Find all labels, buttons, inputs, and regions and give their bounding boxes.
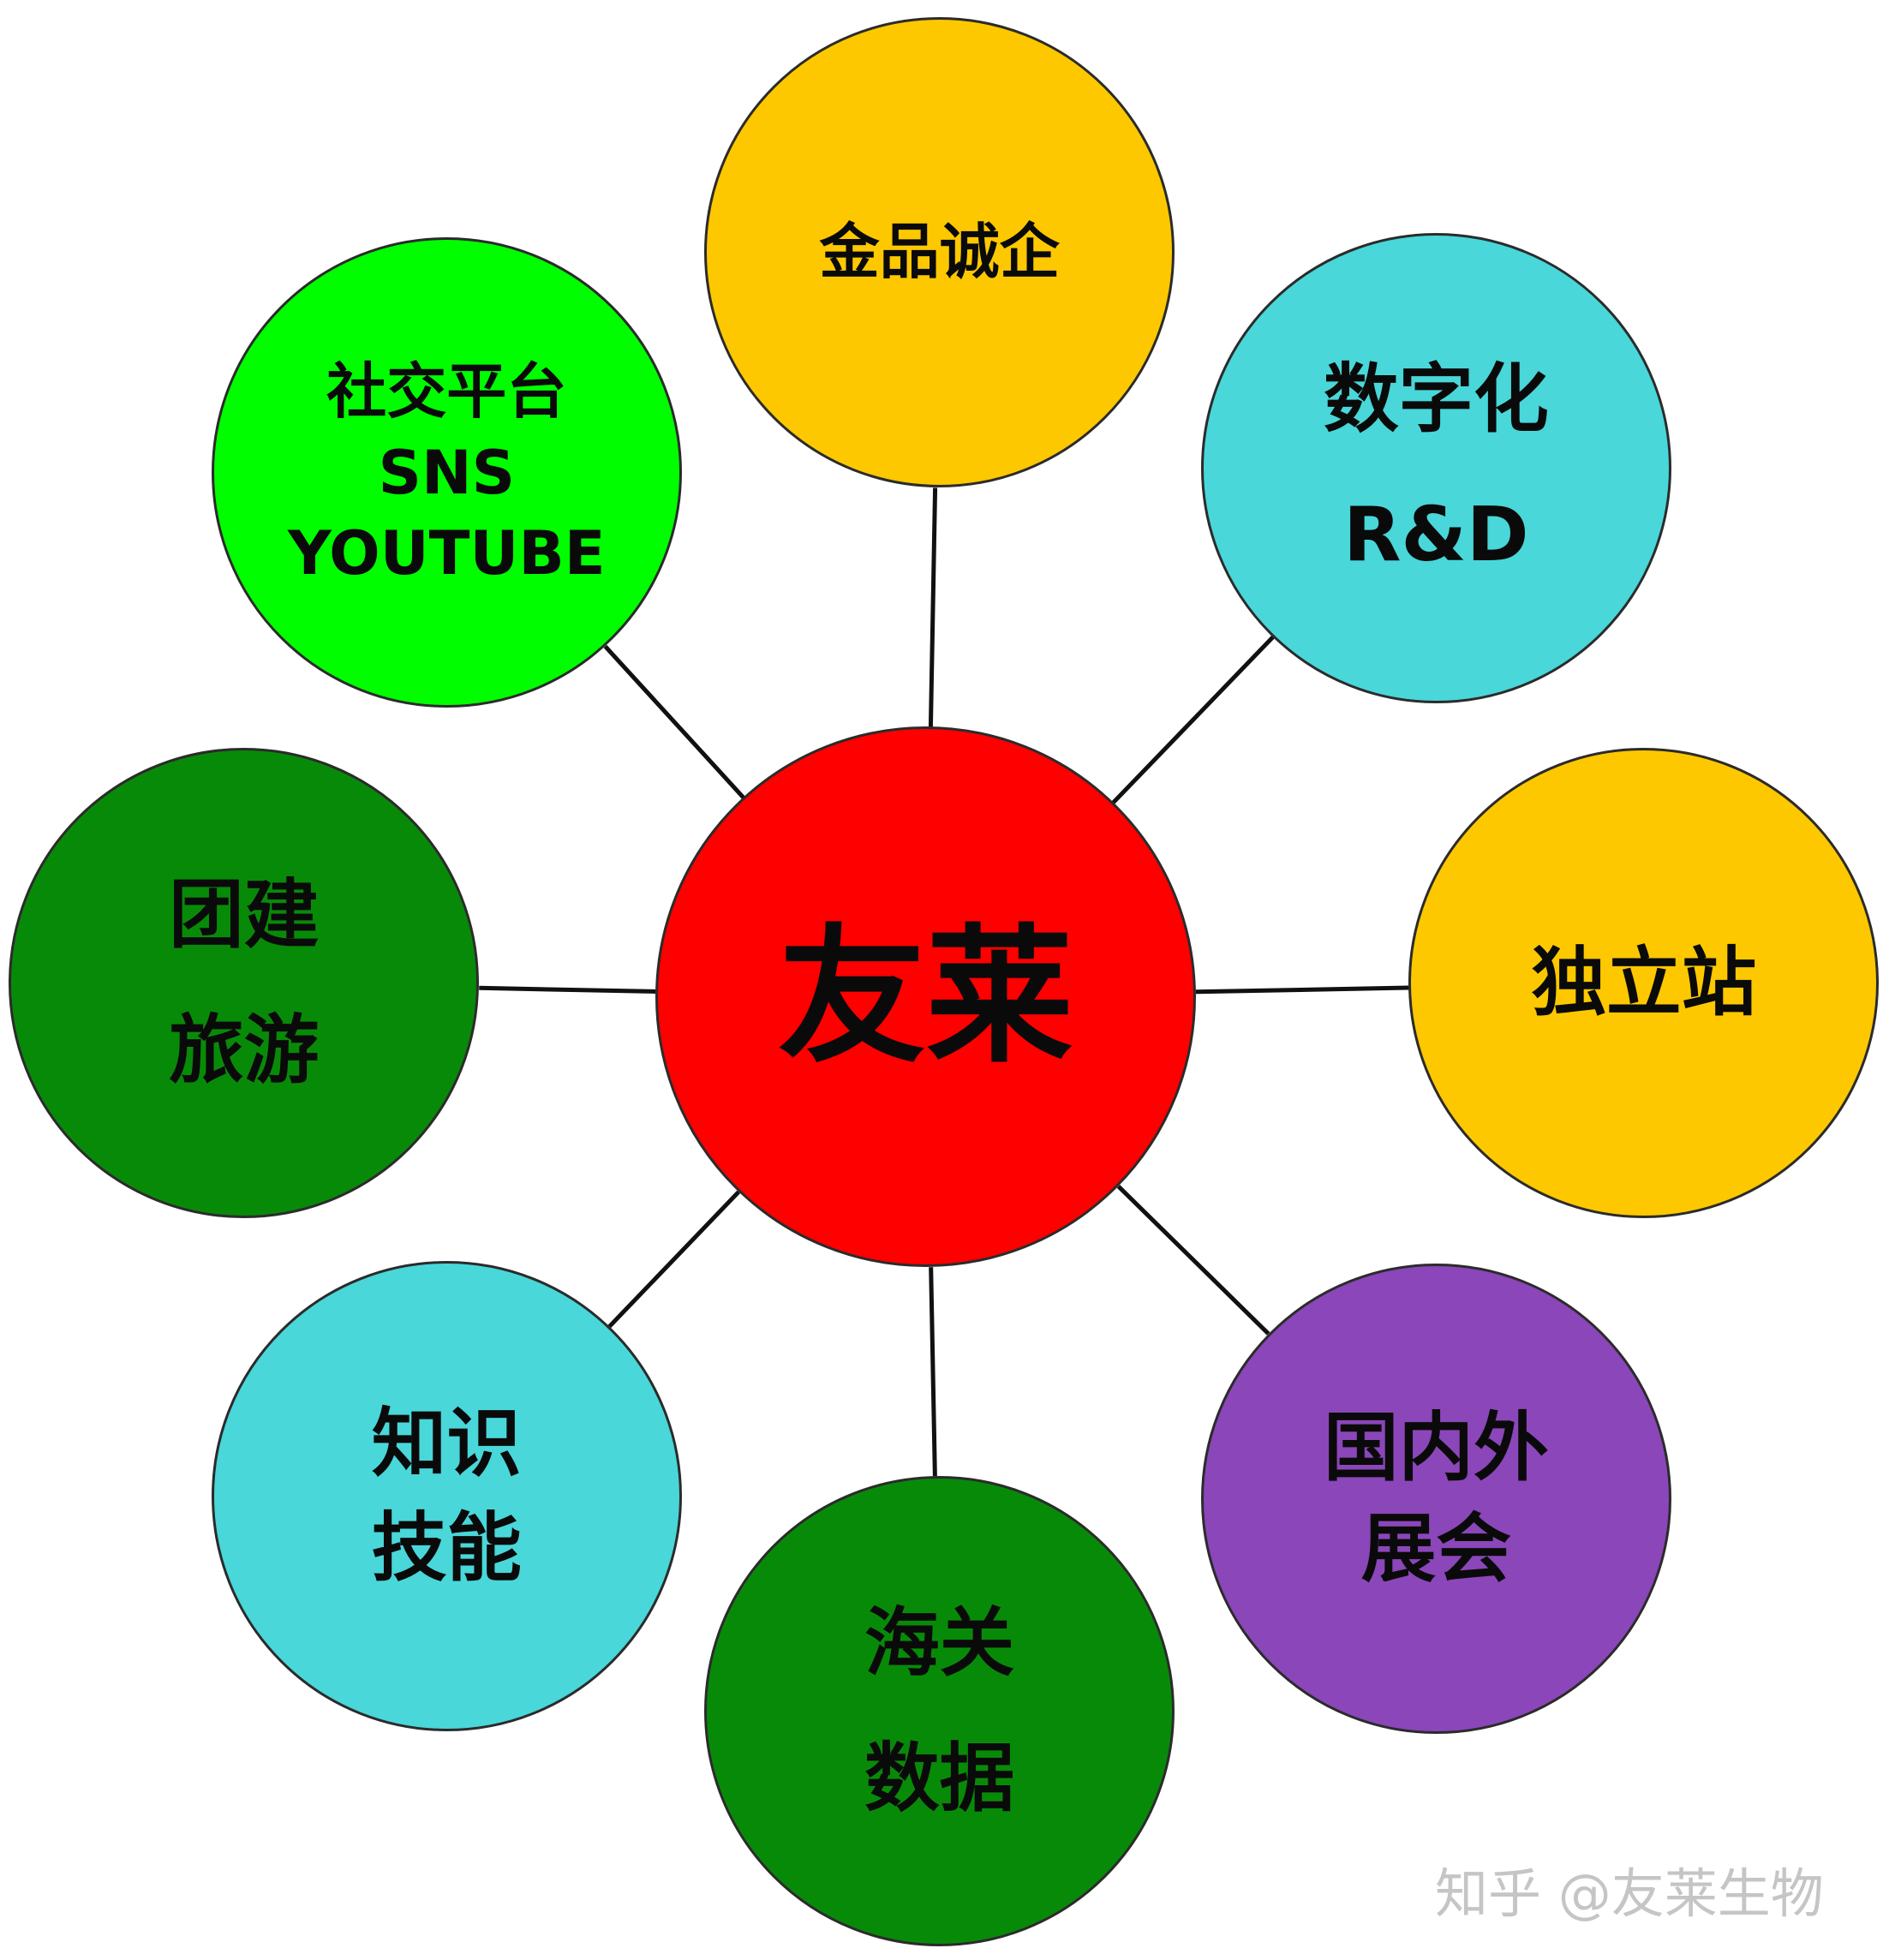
node-independent-site: 独立站 <box>1408 748 1880 1219</box>
connector-jinpin <box>928 487 938 727</box>
node-customs-data: 海关 数据 <box>704 1476 1175 1947</box>
node-label: 社交平台 <box>326 356 567 427</box>
node-label: 海关 <box>864 1598 1015 1687</box>
node-label: SNS <box>378 437 516 508</box>
connector-zhishi <box>607 1190 740 1329</box>
node-label: 数据 <box>864 1734 1015 1822</box>
node-jinpin-chengqi: 金品诚企 <box>704 17 1175 488</box>
node-label: 金品诚企 <box>819 217 1060 288</box>
node-label: YOUTUBE <box>287 518 606 589</box>
connector-zhanhui <box>1116 1185 1270 1336</box>
connector-tuanjian <box>479 985 656 994</box>
watermark: 知乎 @友莱生物 <box>1435 1862 1824 1925</box>
node-label: 独立站 <box>1531 939 1757 1026</box>
center-node-youlai: 友莱 <box>655 726 1196 1268</box>
node-label: 技能 <box>371 1504 522 1592</box>
connector-dulizhan <box>1195 985 1409 995</box>
node-label: 展会 <box>1360 1505 1511 1593</box>
connector-haiguan <box>929 1267 937 1477</box>
connector-shuzihua <box>1111 635 1275 804</box>
node-digitalization: 数字化 R&D <box>1200 232 1671 703</box>
node-label: 团建 <box>169 871 320 959</box>
node-label: R&D <box>1343 491 1529 579</box>
node-exhibitions: 国内外 展会 <box>1200 1263 1671 1734</box>
node-label: 国内外 <box>1323 1404 1549 1492</box>
node-label: 知识 <box>371 1399 522 1487</box>
node-label: 数字化 <box>1323 356 1549 444</box>
node-team-travel: 团建 旅游 <box>9 748 480 1219</box>
node-knowledge-skills: 知识 技能 <box>211 1260 682 1731</box>
connector-shejiao <box>603 644 745 799</box>
node-social-platforms: 社交平台 SNS YOUTUBE <box>211 237 682 708</box>
node-label: 旅游 <box>169 1006 320 1094</box>
center-label: 友莱 <box>778 910 1073 1083</box>
